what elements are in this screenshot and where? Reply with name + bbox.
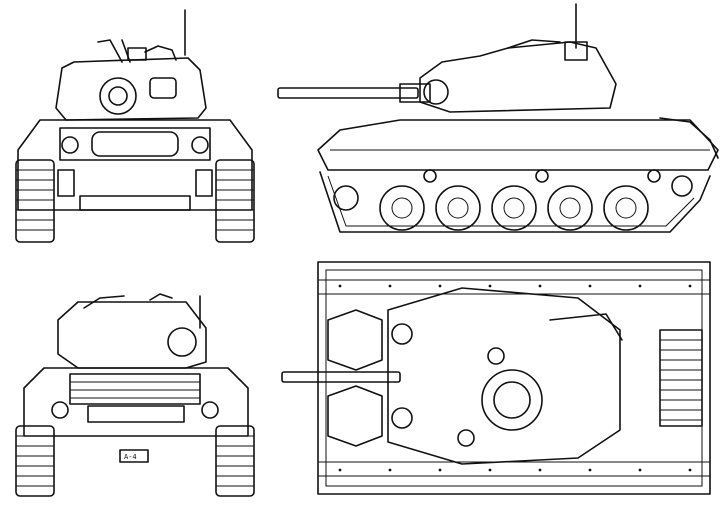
top-view	[270, 250, 728, 506]
rear-view-drawing: A-4	[15, 293, 255, 497]
top-view-drawing	[281, 261, 711, 495]
rear-license-plate	[119, 449, 149, 463]
road-wheels	[333, 175, 693, 231]
front-view	[0, 0, 270, 250]
rear-plate-text: A-4	[124, 453, 137, 461]
side-view	[270, 0, 728, 250]
front-view-drawing	[15, 9, 255, 243]
rear-view: A-4	[0, 250, 270, 506]
side-view-drawing	[277, 3, 719, 233]
